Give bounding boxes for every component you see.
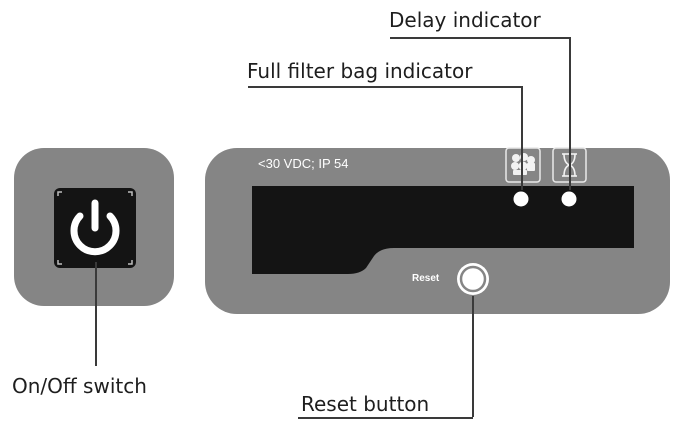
switch-corner-marks: [57, 191, 133, 265]
delay-indicator-label: Delay indicator: [389, 8, 541, 32]
power-icon: [70, 199, 120, 256]
reset-button-leader-v: [472, 296, 474, 417]
full-filter-bag-leader-v: [521, 86, 523, 190]
full-filter-bag-indicator-led: [513, 191, 529, 207]
reset-button-leader-h: [298, 417, 473, 419]
reset-button-center: [466, 272, 480, 286]
reset-button-callout-label: Reset button: [301, 392, 430, 416]
delay-indicator-leader-v: [569, 37, 571, 190]
panel-rating-text: <30 VDC; IP 54: [258, 156, 349, 171]
on-off-switch-label: On/Off switch: [12, 374, 147, 398]
delay-indicator-led: [561, 191, 577, 207]
full-filter-bag-leader-h: [248, 86, 522, 88]
on-off-switch-leader-v: [95, 262, 97, 366]
reset-button-label: Reset: [412, 273, 440, 284]
display-window: [252, 186, 634, 274]
delay-indicator-leader-h: [390, 37, 570, 39]
filter-bag-icon-frame: [505, 147, 541, 183]
reset-button-ring: [459, 265, 487, 293]
full-filter-bag-indicator-label: Full filter bag indicator: [247, 59, 473, 83]
